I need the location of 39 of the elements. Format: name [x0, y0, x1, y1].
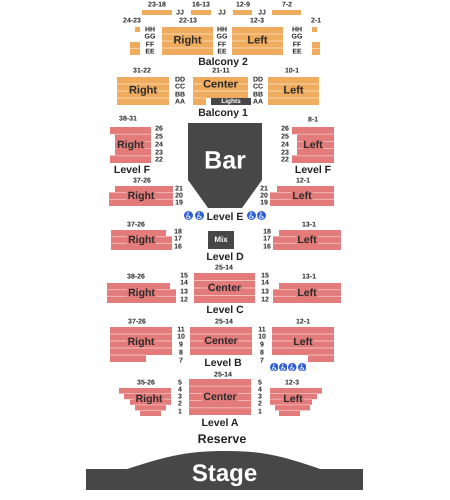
seating-section: Right — [119, 388, 171, 416]
seating-section: Right — [110, 127, 151, 163]
level-label: Level D — [206, 252, 244, 262]
seating-section: Right — [110, 327, 172, 362]
seating-section: Left — [268, 77, 319, 105]
level-label: Level B — [204, 358, 242, 368]
seating-section: Left — [232, 27, 283, 55]
seating-section: Left — [270, 388, 322, 416]
level-label: Level F — [114, 164, 150, 176]
seating-section: Center — [189, 379, 251, 415]
seating-section: Left — [273, 230, 341, 250]
level-label: Level C — [206, 304, 244, 316]
level-label: Balcony 1 — [198, 108, 248, 118]
seating-section: Right — [109, 186, 173, 206]
area-label: Reserve — [198, 432, 246, 446]
sound-mix-booth: Mix — [208, 231, 234, 249]
seating-section: Right — [117, 77, 169, 105]
seating-section — [312, 42, 320, 55]
seating-section — [233, 10, 252, 15]
seating-section — [142, 10, 172, 15]
seating-section: Left — [270, 186, 334, 206]
level-label: Level F — [294, 164, 332, 176]
level-label: Level E — [206, 212, 244, 222]
seating-section — [130, 42, 140, 55]
stage: Stage — [86, 451, 363, 490]
level-label: Balcony 2 — [198, 56, 248, 68]
seating-section: Left — [273, 283, 341, 303]
seating-section — [312, 27, 317, 32]
seating-section: Right — [162, 27, 213, 55]
seating-section: Right — [107, 283, 176, 303]
seating-section: Center — [194, 273, 255, 303]
seating-section — [135, 27, 140, 32]
level-label: Level A — [202, 418, 238, 428]
seating-section: Center — [190, 327, 252, 355]
seating-section — [272, 10, 301, 15]
seating-section: Right — [111, 230, 172, 250]
seating-section: Left — [272, 327, 334, 362]
seating-section: Left — [292, 127, 334, 163]
seating-section — [191, 10, 211, 15]
